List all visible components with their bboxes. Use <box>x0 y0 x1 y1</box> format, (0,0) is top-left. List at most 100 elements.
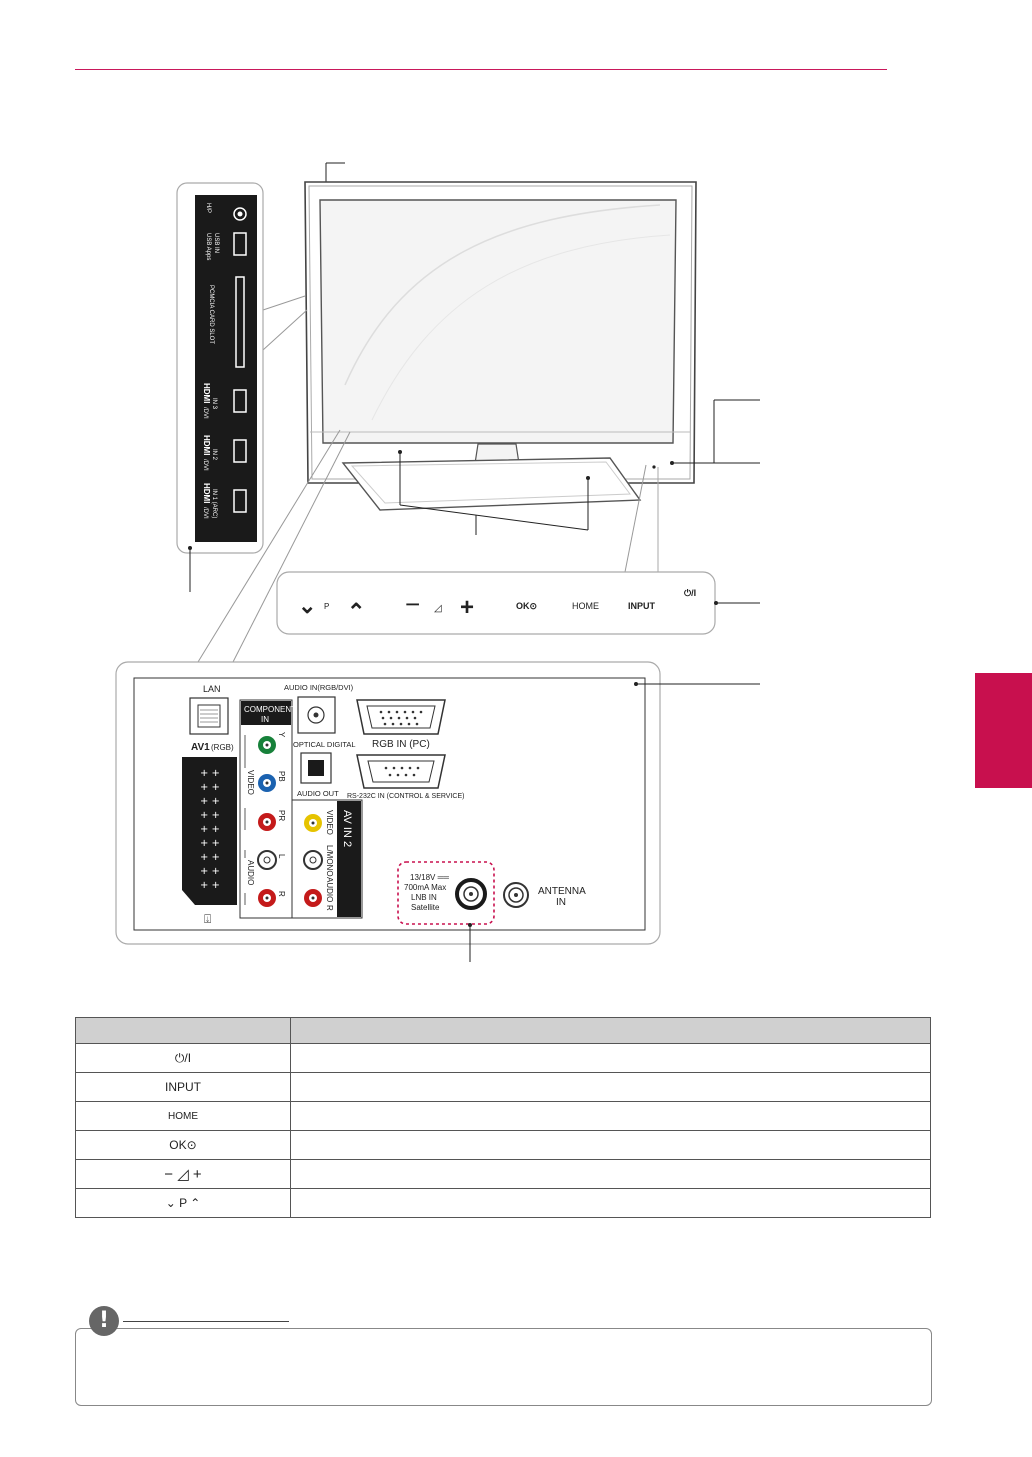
audio-in-label: AUDIO IN(RGB/DVI) <box>284 683 354 692</box>
svg-text:+ +: + + <box>200 810 220 821</box>
side-label-usb-in: USB IN <box>213 233 219 253</box>
table-header-symbol <box>75 1017 291 1044</box>
side-panel: H/P USB Apps USB IN PCMCIA CARD SLOT HDM… <box>176 182 264 592</box>
tv-connections-diagram: H/P USB Apps USB IN PCMCIA CARD SLOT HDM… <box>115 162 760 962</box>
side-label-hdmi2-logo: HDMI <box>202 435 211 455</box>
lnb-highlight-box <box>397 861 495 925</box>
scart-port-icon <box>182 757 237 905</box>
rgb-in-label: RGB IN (PC) <box>372 739 430 750</box>
ok-button-label: OK⊙ <box>516 601 537 611</box>
component-audio-vertical-label: AUDIO <box>246 860 255 885</box>
av1-label: AV1 <box>191 742 210 753</box>
note-exclamation-icon: ! <box>89 1306 119 1336</box>
table-cell-description <box>290 1188 931 1218</box>
component-pr-label: PR <box>277 810 286 821</box>
table-cell-description <box>290 1130 931 1160</box>
av-video-label: VIDEO <box>325 810 334 835</box>
antenna-label: ANTENNA <box>538 886 586 897</box>
power-icon: ⏻/I <box>684 588 696 598</box>
table-cell-symbol: HOME <box>75 1101 291 1131</box>
av-audio-label: AUDIO <box>325 877 334 902</box>
lnb-voltage-label: 13/18V ══ <box>410 873 449 882</box>
table-cell-symbol: OK⊙ <box>75 1130 291 1160</box>
table-cell-symbol: − ◿ + <box>75 1159 291 1189</box>
table-cell-description <box>290 1101 931 1131</box>
side-label-hdmi3-logo: HDMI <box>202 383 211 403</box>
table-row: HOME <box>75 1101 931 1131</box>
av-lmono-jack-icon <box>303 850 323 870</box>
svg-text:+ +: + + <box>200 768 220 779</box>
table-header-description <box>290 1017 931 1044</box>
volume-up-icon: + <box>460 594 474 621</box>
scart-symbol-icon: ⍗ <box>204 912 211 926</box>
table-cell-description <box>290 1159 931 1189</box>
side-label-pcmcia: PCMCIA CARD SLOT <box>208 285 214 344</box>
pcmcia-slot-icon <box>235 276 245 368</box>
side-label-usb: USB Apps <box>205 233 211 260</box>
av-lmono-label: L/MONO <box>325 845 334 877</box>
component-pb-label: PB <box>277 771 286 782</box>
table-cell-description <box>290 1072 931 1102</box>
table-cell-description <box>290 1043 931 1073</box>
av-r-label: R <box>325 905 334 911</box>
side-label-hdmi2-in: IN 2 <box>211 449 217 461</box>
svg-text:+ +: + + <box>200 796 220 807</box>
input-button-label: INPUT <box>628 601 656 611</box>
headphone-jack-icon <box>233 207 247 221</box>
buttons-table: ⏻/I INPUT HOME OK⊙ − ◿ + ⌄ P ⌃ <box>75 1017 931 1218</box>
svg-text:+ +: + + <box>200 866 220 877</box>
av1-sub-label: (RGB) <box>211 743 234 752</box>
side-label-headphone: H/P <box>205 203 211 213</box>
side-label-hdmi1-in: IN 1 (ARC) <box>211 489 217 518</box>
component-label-2: IN <box>261 715 269 724</box>
table-cell-symbol: INPUT <box>75 1072 291 1102</box>
tv-screen <box>319 199 677 444</box>
usb-port-icon <box>233 232 247 256</box>
antenna-in-label: IN <box>556 897 566 908</box>
chapter-side-tab <box>975 673 1032 788</box>
svg-text:+ +: + + <box>200 880 220 891</box>
lnb-in-label: LNB IN <box>411 893 437 902</box>
table-row: ⌄ P ⌃ <box>75 1188 931 1218</box>
channel-down-icon: ⌄ <box>298 593 316 618</box>
table-row: − ◿ + <box>75 1159 931 1189</box>
rs232-label: RS-232C IN (CONTROL & SERVICE) <box>347 793 464 800</box>
component-r-label: R <box>277 891 286 897</box>
side-label-hdmi3-suffix: /DVI <box>202 407 208 419</box>
lan-label: LAN <box>203 684 221 694</box>
table-cell-symbol: ⌄ P ⌃ <box>75 1188 291 1218</box>
lnb-current-label: 700mA Max <box>404 883 446 892</box>
header-rule <box>75 69 887 70</box>
component-audio-l-jack-icon <box>257 850 277 870</box>
volume-icon: ◿ <box>434 603 442 614</box>
component-video-vertical-label: VIDEO <box>246 770 255 795</box>
hdmi1-port-icon <box>233 489 247 513</box>
rear-panel: LAN AV1 (RGB) + + + + + + + + + + + + + … <box>115 661 760 962</box>
svg-text:+ +: + + <box>200 852 220 863</box>
optical-label: OPTICAL DIGITAL <box>293 740 356 749</box>
note-box <box>75 1328 932 1406</box>
component-y-label: Y <box>277 732 286 738</box>
side-label-hdmi1-suffix: /DVI <box>202 507 208 519</box>
hdmi3-port-icon <box>233 389 247 413</box>
svg-text:+ +: + + <box>200 782 220 793</box>
av-in2-label: AV IN 2 <box>341 810 353 847</box>
table-cell-symbol: ⏻/I <box>75 1043 291 1073</box>
satellite-label: Satellite <box>411 903 440 912</box>
note-title-rule <box>123 1321 289 1322</box>
side-label-hdmi3-in: IN 3 <box>211 398 217 410</box>
channel-up-icon: ⌃ <box>347 599 365 624</box>
component-l-label: L <box>277 854 286 859</box>
tv-front <box>197 162 760 663</box>
svg-text:+ +: + + <box>200 838 220 849</box>
side-label-hdmi1-logo: HDMI <box>202 483 211 503</box>
side-label-hdmi2-suffix: /DVI <box>202 459 208 471</box>
audio-out-label: AUDIO OUT <box>297 789 339 798</box>
table-row: ⏻/I <box>75 1043 931 1073</box>
home-button-label: HOME <box>572 601 599 611</box>
volume-down-icon: − <box>405 589 420 619</box>
svg-text:+ +: + + <box>200 824 220 835</box>
table-header-row <box>75 1017 931 1044</box>
front-buttons: ⌄ P ⌃ − ◿ + OK⊙ HOME INPUT ⏻/I <box>276 571 760 635</box>
table-row: INPUT <box>75 1072 931 1102</box>
